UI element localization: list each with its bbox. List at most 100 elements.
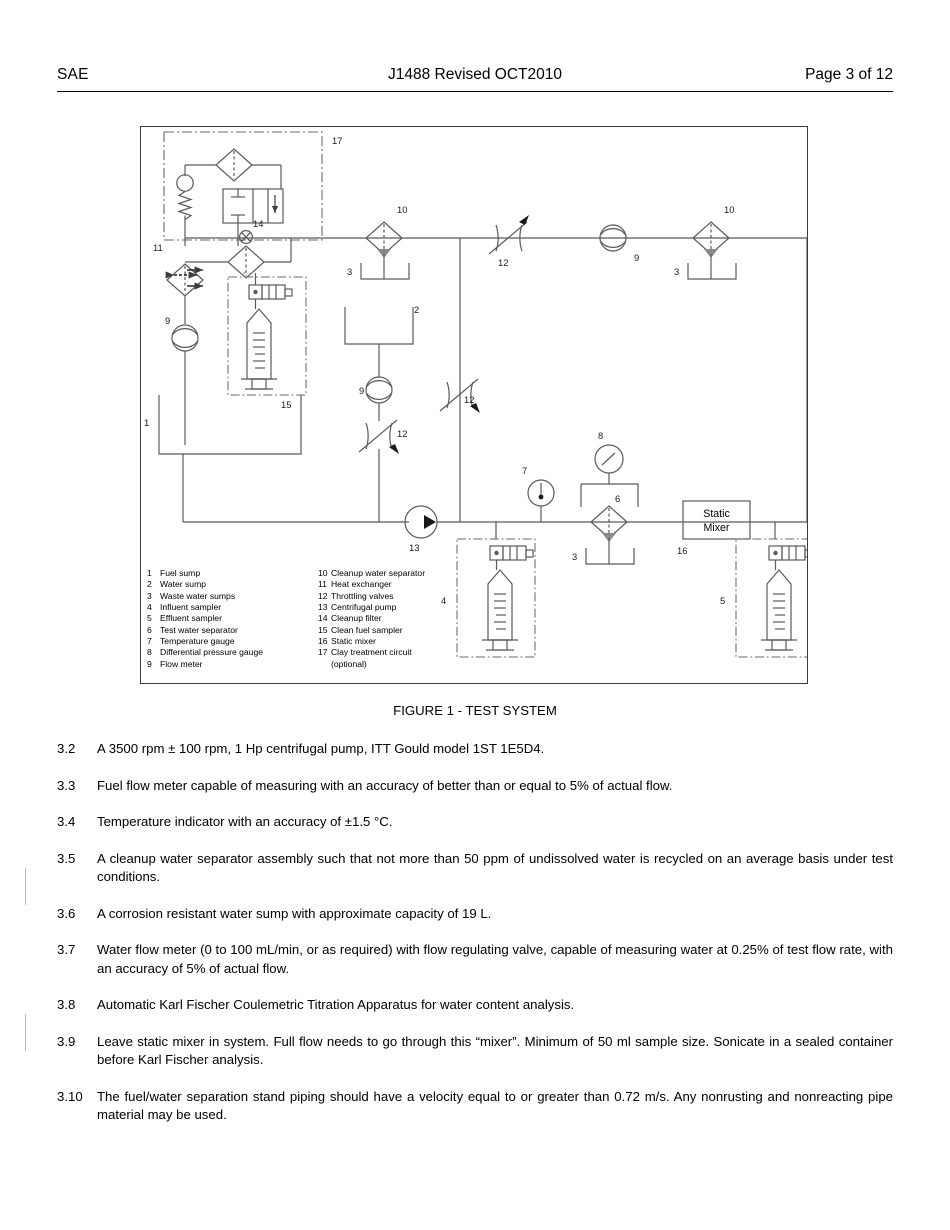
effluent-sampler-boundary bbox=[735, 538, 807, 658]
throttling-valve-top bbox=[488, 215, 529, 255]
legend-item-number: 17 bbox=[317, 647, 328, 658]
clean-fuel-sampler-boundary bbox=[227, 276, 307, 396]
cleanup-filter-indicator bbox=[238, 229, 253, 244]
callout-17: 17 bbox=[332, 135, 342, 146]
clay-circuit-boundary bbox=[163, 131, 323, 241]
legend-item: 8 Differential pressure gauge bbox=[147, 647, 318, 658]
callout-10b: 10 bbox=[724, 204, 734, 215]
figure-caption: FIGURE 1 - TEST SYSTEM bbox=[393, 703, 557, 718]
legend-item-label: (optional) bbox=[330, 658, 367, 669]
paragraph-text: A cleanup water separator assembly such … bbox=[97, 850, 893, 885]
callout-7: 7 bbox=[522, 465, 527, 476]
legend-item-label: Flow meter bbox=[160, 658, 203, 669]
revision-bar bbox=[25, 867, 27, 905]
paragraph: 3.2 A 3500 rpm ± 100 rpm, 1 Hp centrifuga… bbox=[57, 740, 950, 759]
dp-manifold bbox=[580, 483, 639, 507]
paragraph-text: Temperature indicator with an accuracy o… bbox=[97, 814, 393, 829]
influent-sampler-valve bbox=[489, 545, 534, 561]
waste-water-sump-c bbox=[585, 548, 635, 565]
paragraph-text: Fuel flow meter capable of measuring wit… bbox=[97, 777, 673, 793]
legend-item-number: 1 bbox=[147, 568, 152, 578]
throttling-valve-water bbox=[358, 419, 399, 454]
clay-filter-symbol bbox=[215, 148, 253, 182]
paragraph: 3.3 Fuel flow meter capable of measuring … bbox=[57, 777, 950, 796]
legend-item-number: 10 bbox=[317, 568, 328, 578]
legend-item-label: Waste water sumps bbox=[160, 590, 236, 601]
legend-item-label: Cleanup filter bbox=[330, 613, 382, 624]
legend-item-number: 8 bbox=[147, 647, 152, 658]
paragraph-text: The fuel/water separation stand piping s… bbox=[97, 1088, 893, 1123]
legend-item-label: Static mixer bbox=[330, 636, 376, 647]
paragraph-number: 3.3 bbox=[57, 777, 76, 793]
callout-12b: 12 bbox=[397, 428, 407, 439]
legend-item-number: 4 bbox=[147, 602, 152, 613]
clay-pump-symbol bbox=[176, 174, 194, 192]
document-body: 3.2 A 3500 rpm ± 100 rpm, 1 Hp centrifuga… bbox=[0, 740, 950, 1125]
callout-5: 5 bbox=[720, 595, 725, 606]
paragraph-text: A 3500 rpm ± 100 rpm, 1 Hp centrifugal p… bbox=[97, 741, 545, 756]
fuel-sump-tank bbox=[158, 395, 302, 455]
effluent-sampler-valve bbox=[768, 545, 807, 561]
callout-14: 14 bbox=[253, 218, 263, 229]
legend-item-number: 13 bbox=[317, 602, 328, 613]
paragraph-number: 3.2 bbox=[57, 741, 76, 756]
legend-item-label: Differential pressure gauge bbox=[160, 647, 264, 658]
flow-meter-symbol-b bbox=[599, 224, 627, 252]
legend-item-number: 14 bbox=[317, 613, 328, 624]
legend-item: (optional) bbox=[318, 659, 477, 670]
legend-item: 4 Influent sampler bbox=[147, 602, 318, 613]
legend-item-number: 9 bbox=[147, 658, 152, 669]
callout-8: 8 bbox=[598, 430, 603, 441]
callout-12c: 12 bbox=[464, 394, 474, 405]
clean-fuel-sampler-valve bbox=[248, 284, 293, 300]
header-document-title: J1488 Revised OCT2010 bbox=[387, 66, 563, 83]
callout-9c: 9 bbox=[359, 385, 364, 396]
legend-item-label: Centrifugal pump bbox=[330, 602, 397, 613]
paragraph-number: 3.9 bbox=[57, 1033, 76, 1049]
legend-item-label: Heat exchanger bbox=[330, 579, 392, 590]
influent-sampler-cylinder bbox=[482, 569, 518, 651]
legend-item-number: 12 bbox=[317, 590, 328, 601]
legend-item-number: 2 bbox=[147, 579, 152, 590]
callout-15: 15 bbox=[281, 399, 291, 410]
callout-4: 4 bbox=[441, 595, 446, 606]
legend-item-number: 16 bbox=[317, 636, 328, 647]
legend-item-number: 6 bbox=[147, 624, 152, 635]
clean-fuel-sampler-cylinder bbox=[241, 308, 277, 390]
legend-item: 9 Flow meter bbox=[147, 659, 318, 670]
legend-item-label: Influent sampler bbox=[160, 602, 222, 613]
clay-spring-symbol bbox=[177, 191, 193, 220]
legend-item-label: Fuel sump bbox=[160, 568, 201, 578]
paragraph: 3.9 Leave static mixer in system. Full fl… bbox=[57, 1033, 950, 1070]
legend-item-label: Cleanup water separator bbox=[330, 568, 426, 578]
revision-bar bbox=[25, 1014, 27, 1051]
legend-item-number: 11 bbox=[317, 579, 327, 590]
static-mixer-label-line2: Mixer bbox=[704, 522, 730, 534]
legend-item-number: 15 bbox=[317, 624, 328, 635]
static-mixer-label-line1: Static bbox=[703, 508, 730, 520]
page-header: SAE J1488 Revised OCT2010 Page 3 of 12 bbox=[57, 66, 893, 92]
header-organization: SAE bbox=[57, 66, 89, 83]
throttling-valve-riser bbox=[439, 378, 480, 413]
paragraph-text: Leave static mixer in system. Full flow … bbox=[97, 1033, 893, 1068]
callout-9a: 9 bbox=[165, 315, 170, 326]
legend-item-number: 5 bbox=[147, 613, 152, 624]
influent-sampler-boundary bbox=[456, 538, 536, 658]
legend-item-number: 7 bbox=[147, 636, 152, 647]
callout-16: 16 bbox=[677, 545, 687, 556]
callout-2: 2 bbox=[414, 304, 419, 315]
callout-13: 13 bbox=[409, 542, 419, 553]
